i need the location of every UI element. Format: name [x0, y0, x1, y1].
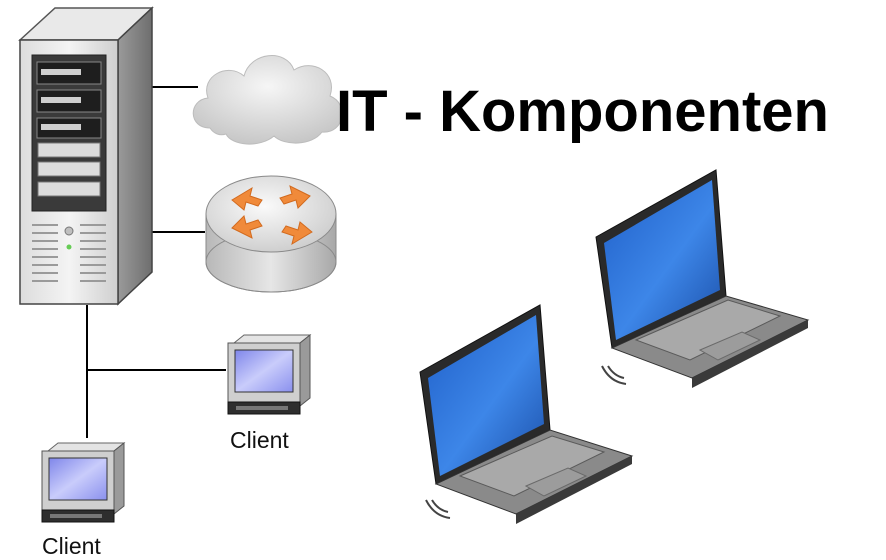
wifi-icon	[425, 499, 451, 519]
client-label: Client	[42, 533, 101, 559]
laptop-icon	[419, 304, 634, 524]
wifi-icon	[601, 365, 627, 385]
cloud-icon	[192, 55, 343, 145]
desktop-client-icon	[41, 441, 126, 523]
page-title: IT - Komponenten	[336, 79, 829, 144]
connector-lines	[86, 86, 226, 438]
router-icon	[205, 175, 337, 293]
client-label: Client	[230, 427, 289, 453]
desktop-client-icon	[227, 333, 312, 415]
laptop-icon	[595, 169, 810, 388]
server-tower-icon	[18, 6, 154, 306]
